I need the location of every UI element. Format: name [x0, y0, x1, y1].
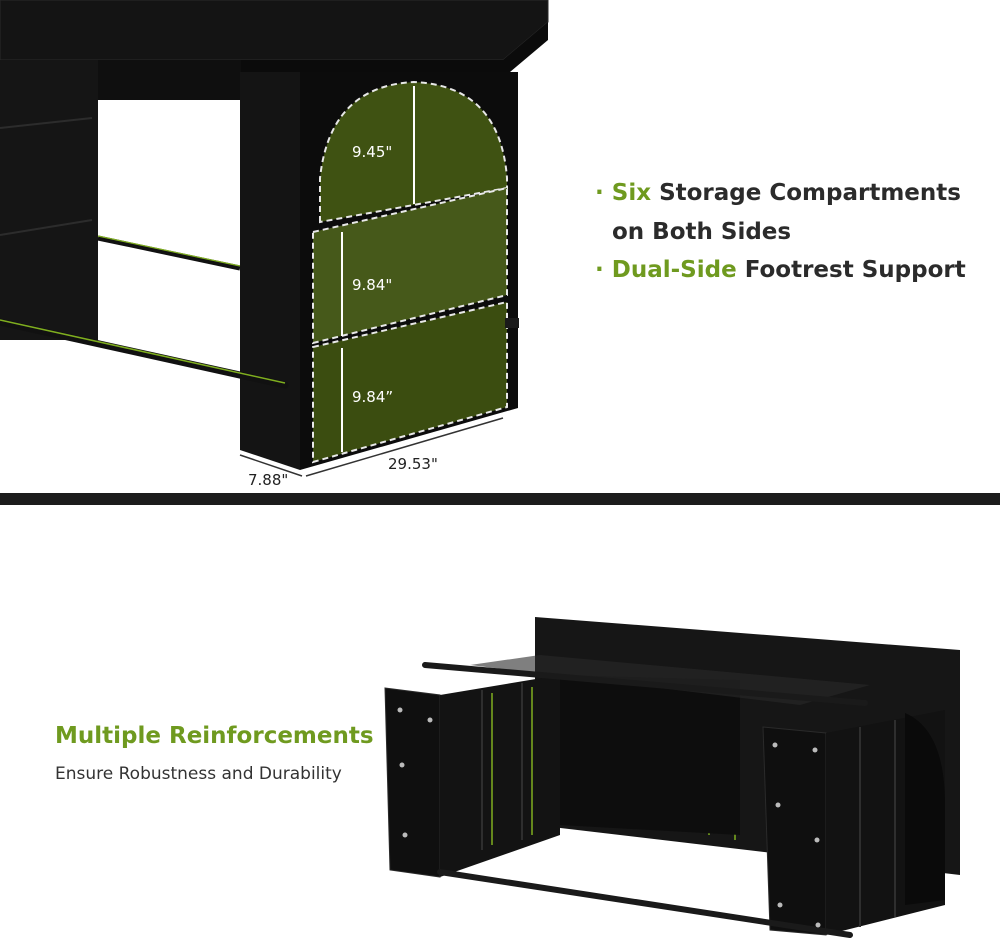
- left-drawer-unit: [384, 687, 441, 878]
- feature-text-footrest: Footrest Support: [744, 257, 966, 283]
- width-label: 29.53": [388, 455, 438, 473]
- feature-accent-dual-side: Dual-Side: [611, 257, 737, 283]
- desk-side-illustration: 9.45" 9.84" 9.84” 7.88" 29.53": [0, 0, 549, 489]
- middle-compartment: [312, 186, 508, 345]
- top-panel: 9.45" 9.84" 9.84” 7.88" 29.53" · Six Stor…: [0, 0, 966, 489]
- width-dimension-line: [305, 417, 504, 477]
- desk-underside-illustration: [384, 617, 960, 938]
- bullet-icon: ·: [595, 257, 604, 283]
- bottom-compartment: [312, 300, 508, 464]
- arch-height-label: 9.45": [352, 143, 392, 161]
- desk-top: [0, 0, 548, 60]
- bottom-panel: Multiple Reinforcements Ensure Robustnes…: [0, 505, 1000, 947]
- feature-both-sides: on Both Sides: [612, 219, 792, 245]
- footrest-bar-front: [0, 318, 289, 389]
- bullet-icon: ·: [595, 180, 604, 206]
- feature-text-compartments: Storage Compartments: [659, 180, 961, 206]
- center-back-panel: [560, 675, 740, 835]
- feature-footrest: · Dual-Side Footrest Support: [595, 257, 966, 283]
- reinforcement-subtitle: Ensure Robustness and Durability: [55, 764, 342, 784]
- middle-height-label: 9.84": [352, 276, 392, 294]
- depth-dimension-line: [239, 454, 303, 477]
- reinforcement-title: Multiple Reinforcements: [55, 723, 374, 749]
- front-leg-panel: [240, 72, 300, 470]
- footrest-bar-back: [97, 235, 241, 271]
- left-drawer-unit: [0, 60, 98, 340]
- depth-label: 7.88": [248, 471, 288, 489]
- footrest-bar-bottom: [437, 869, 853, 938]
- feature-six-compartments: · Six Storage Compartments: [595, 180, 961, 206]
- section-divider: [0, 493, 1000, 505]
- bottom-height-label: 9.84”: [352, 388, 393, 406]
- right-drawer-unit: [762, 726, 827, 936]
- footrest-bar-top: [422, 662, 868, 706]
- feature-accent-six: Six: [611, 180, 652, 206]
